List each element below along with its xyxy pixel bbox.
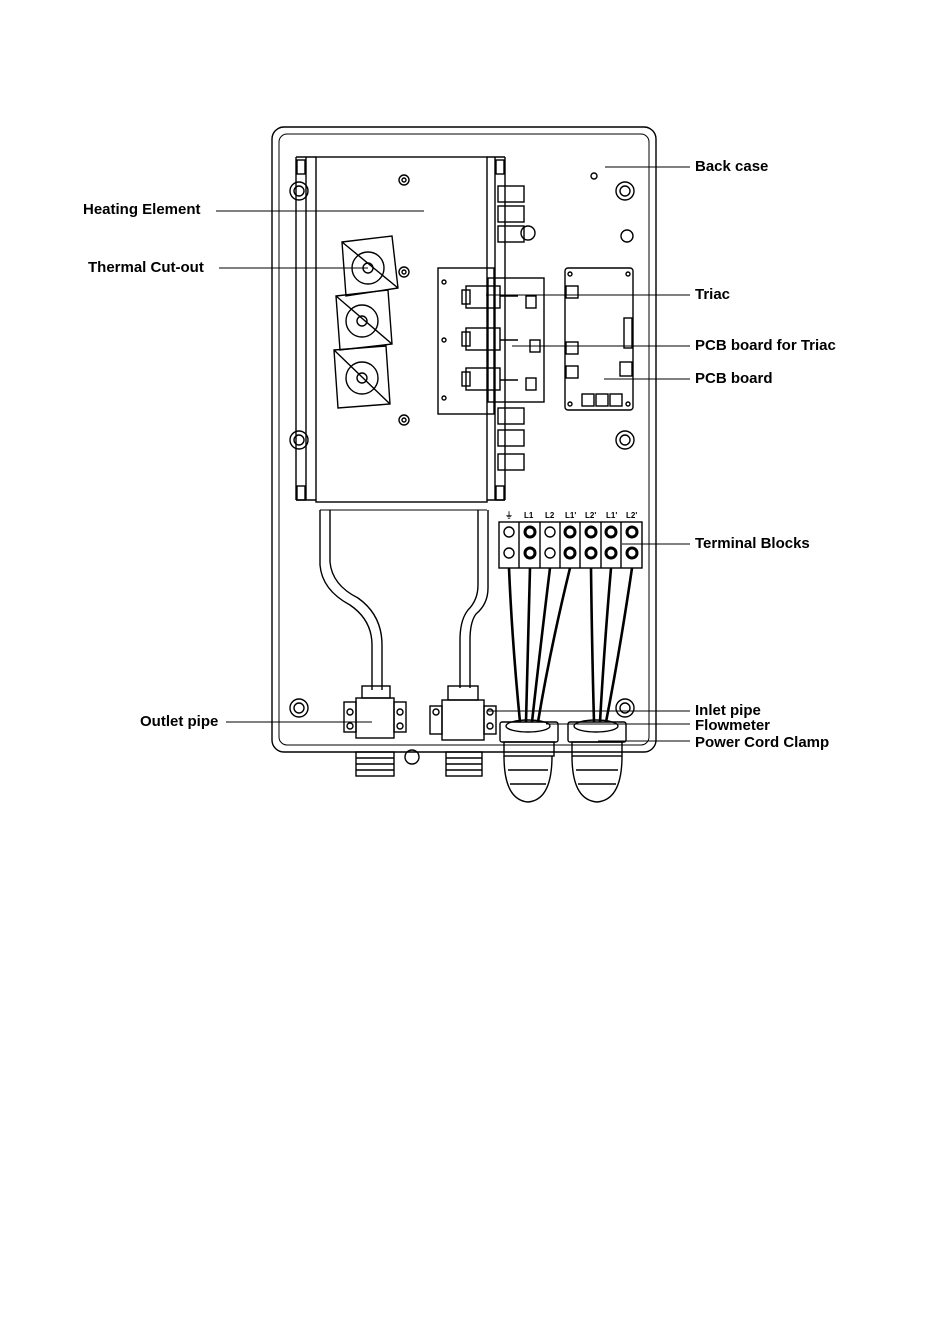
back-case-outline <box>272 127 656 752</box>
terminal-labels: ⏚ L1 L2 L1' L2' L1' L2' <box>505 511 637 520</box>
label-outlet-pipe: Outlet pipe <box>140 714 218 730</box>
label-power-cord-clamp: Power Cord Clamp <box>695 735 829 751</box>
mount-boss-bottom-left <box>290 699 308 717</box>
label-flowmeter: Flowmeter <box>695 718 770 734</box>
mount-boss-bottom-right <box>616 699 634 717</box>
label-heating-element: Heating Element <box>83 202 201 218</box>
outlet-pipe-fitting <box>344 686 406 776</box>
terminal-label-l1-prime-2: L1' <box>606 511 617 520</box>
label-thermal-cutout: Thermal Cut-out <box>88 260 204 276</box>
pcb-board <box>565 268 633 410</box>
label-back-case: Back case <box>695 159 768 175</box>
relay-connectors-top <box>498 186 535 242</box>
label-pcb-board: PCB board <box>695 371 773 387</box>
terminal-label-l1-prime: L1' <box>565 511 576 520</box>
terminal-label-l1: L1 <box>524 511 534 520</box>
terminal-label-l2-prime-2: L2' <box>626 511 637 520</box>
inlet-pipe-fitting <box>405 686 496 776</box>
power-cord-clamp-2 <box>568 722 626 802</box>
relay-connectors-bottom <box>498 408 524 470</box>
terminal-blocks <box>499 522 642 568</box>
label-terminal-blocks: Terminal Blocks <box>695 536 810 552</box>
terminal-label-earth: ⏚ <box>505 511 513 520</box>
label-pcb-board-triac: PCB board for Triac <box>695 338 836 354</box>
mount-boss-top-right <box>616 182 634 200</box>
power-cables <box>509 568 632 722</box>
terminal-label-l2-prime: L2' <box>585 511 596 520</box>
label-triac: Triac <box>695 287 730 303</box>
thermal-cutout-2 <box>336 290 392 350</box>
terminal-label-l2: L2 <box>545 511 555 520</box>
thermal-cutout-3 <box>334 346 390 408</box>
power-cord-clamp-1 <box>500 722 558 802</box>
thermal-cutout-1 <box>342 236 398 296</box>
heating-element-housing <box>316 157 487 502</box>
mount-boss-mid-right <box>616 431 634 449</box>
